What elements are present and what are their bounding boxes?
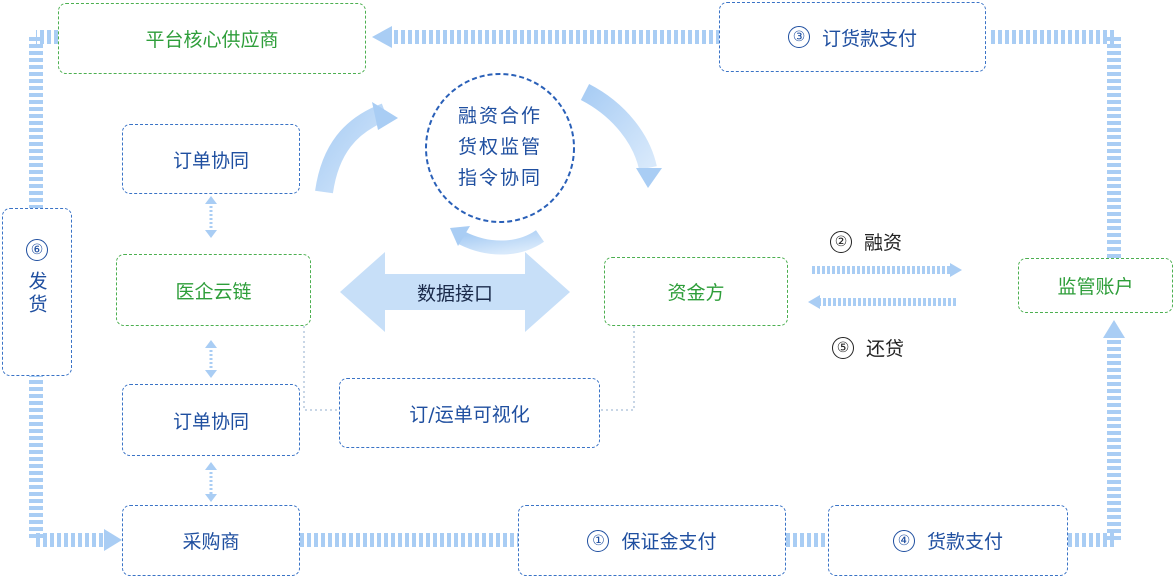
data-interface-arrow [340,252,570,332]
medical-chain-label: 医企云链 [175,280,252,303]
supervision-account-label: 监管账户 [1057,276,1134,298]
order-collab-bottom-node: 订单协同 [122,384,300,456]
data-interface-label: 数据接口 [416,282,493,305]
step-1-label: 保证金支付 [621,531,717,553]
step-6-number: ⑥ [26,239,48,261]
step-3-number: ③ [787,26,810,48]
order-collab-top-node: 订单协同 [122,124,300,194]
step-1-number: ① [587,529,610,552]
core-supplier-label: 平台核心供应商 [145,29,279,51]
step-4-label: 货款支付 [926,531,1003,553]
step-5-label: 还贷 [866,338,905,360]
center-circle [425,73,575,223]
circle-line-1: 融资合作 [457,104,542,127]
step-6-label: 发货 [25,271,48,317]
medical-chain-node: 医企云链 [116,254,311,326]
step-3-label: 订货款支付 [821,27,917,50]
step-5-text: ⑤ 还贷 [832,334,904,361]
circle-content: 融资合作 货权监管 指令协同 [425,72,575,222]
visualization-label: 订/运单可视化 [409,403,530,426]
step-4-node: ④ 货款支付 [828,505,1068,576]
step-2-number: ② [830,230,852,253]
funder-label: 资金方 [667,282,725,304]
supervision-account-node: 监管账户 [1018,258,1173,313]
purchaser-node: 采购商 [122,505,300,576]
step-6-node: ⑥ 发货 [2,208,72,376]
visualization-node: 订/运单可视化 [339,378,600,448]
step-2-text: ② 融资 [830,228,902,255]
order-collab-top-label: 订单协同 [172,149,249,172]
circle-line-3: 指令协同 [457,166,542,189]
step-3-node: ③ 订货款支付 [719,2,986,72]
step-5-number: ⑤ [832,336,854,359]
purchaser-label: 采购商 [182,531,240,553]
funder-node: 资金方 [604,257,788,326]
step-1-node: ① 保证金支付 [518,505,786,576]
circle-line-2: 货权监管 [457,135,542,158]
step-4-number: ④ [892,529,915,552]
step-2-label: 融资 [864,232,903,254]
core-supplier-node: 平台核心供应商 [58,3,366,74]
order-collab-bottom-label: 订单协同 [172,410,249,433]
